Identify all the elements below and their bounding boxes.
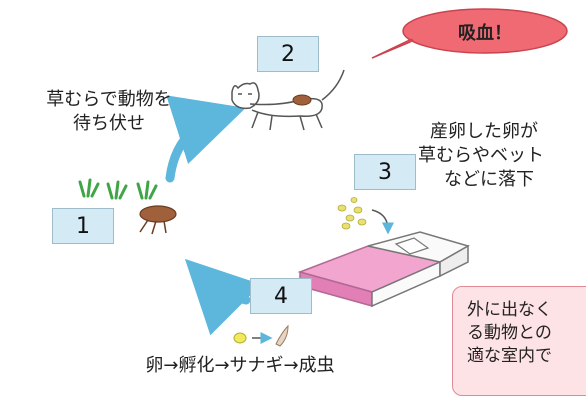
flea-icon: [139, 205, 177, 235]
wait-label-line1: 草むらで動物を: [46, 89, 172, 110]
speech-bubble: [371, 8, 568, 59]
step-4-box: 4: [250, 278, 312, 314]
arrow-1-to-2: [165, 95, 246, 183]
grass-icon: [78, 178, 158, 200]
drop-label-line3: などに落下: [444, 169, 534, 190]
lifecycle-label: 卵→孵化→サナギ→成虫: [145, 355, 335, 376]
step-1-number: 1: [76, 213, 90, 239]
egg-icon: [233, 332, 247, 344]
step-1-box: 1: [52, 208, 114, 244]
step-2-box: 2: [257, 36, 319, 72]
bite-callout-text: 吸血！: [458, 23, 512, 44]
note-line2: る動物との: [467, 323, 552, 343]
bed-icon: [297, 231, 470, 308]
step-2-number: 2: [281, 41, 295, 67]
wait-label-line2: 待ち伏せ: [73, 113, 145, 134]
fall-arrow: [371, 209, 394, 235]
drop-label: 産卵した卵が 草むらやベット などに落下: [418, 120, 586, 192]
flea-lifecycle-diagram: 2 1 3 4 吸血！ 草むらで動物を 待ち伏せ 産卵した卵が 草むらやベット …: [24, 8, 586, 396]
note-line3: 適な室内で: [467, 346, 552, 366]
cat-icon: [231, 69, 345, 131]
step-3-box: 3: [354, 154, 416, 190]
larva-icon: [275, 324, 289, 347]
drop-label-line1: 産卵した卵が: [430, 121, 538, 142]
diagram-graphics: [78, 8, 568, 347]
arrow-4-to-1: [184, 258, 262, 336]
step-4-number: 4: [274, 283, 288, 309]
wait-label: 草むらで動物を 待ち伏せ: [24, 88, 194, 136]
indoor-note: 外に出なく る動物との 適な室内で: [452, 286, 586, 396]
drop-label-line2: 草むらやベット: [418, 145, 544, 166]
flea-on-cat-icon: [292, 94, 312, 106]
step-3-number: 3: [378, 159, 392, 185]
note-line1: 外に出なく: [467, 300, 552, 320]
falling-eggs-icon: [337, 197, 367, 230]
